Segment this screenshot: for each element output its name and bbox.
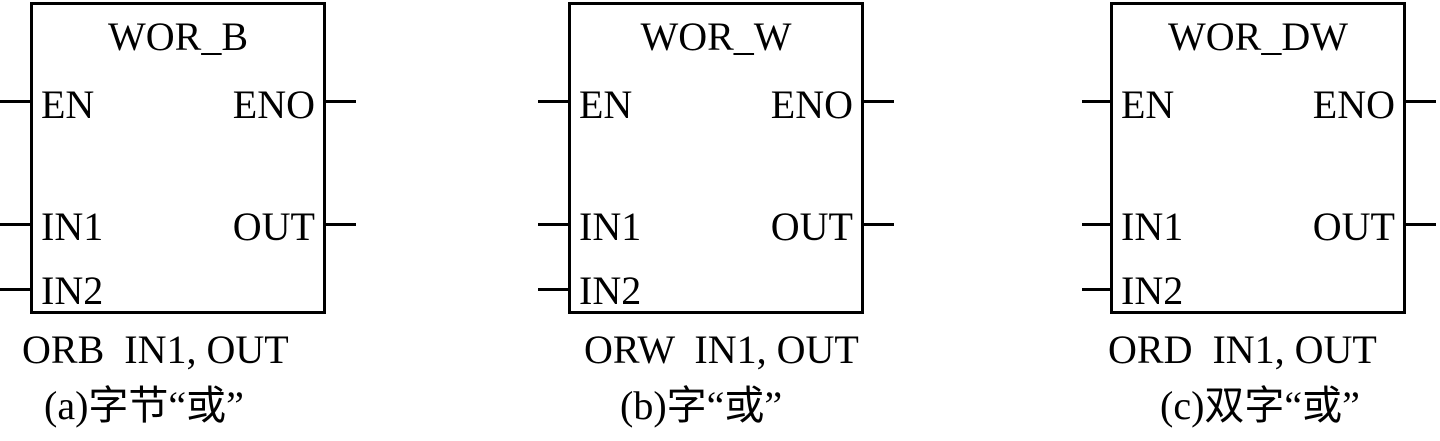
block-box: WOR_W EN ENO IN1 OUT IN2 <box>568 2 864 314</box>
in1-input-wire <box>538 223 568 226</box>
out-output-wire <box>326 223 356 226</box>
in1-pin-label: IN1 <box>579 204 642 249</box>
in2-pin-label: IN2 <box>1121 268 1184 313</box>
out-pin-label: OUT <box>770 204 853 249</box>
function-block-wor-dw: WOR_DW EN ENO IN1 OUT IN2 ORD IN1, OUT (… <box>1082 0 1440 441</box>
eno-output-wire <box>864 100 894 103</box>
en-input-wire <box>0 100 30 103</box>
in1-pin-label: IN1 <box>1121 204 1184 249</box>
eno-pin-label: ENO <box>770 82 853 127</box>
out-output-wire <box>864 223 894 226</box>
in2-input-wire <box>0 288 30 291</box>
eno-pin-label: ENO <box>1312 82 1395 127</box>
block-caption: (b)字“或” <box>620 383 783 428</box>
out-output-wire <box>1406 223 1436 226</box>
block-title: WOR_B <box>108 14 248 59</box>
function-block-wor-b: WOR_B EN ENO IN1 OUT IN2 ORB IN1, OUT (a… <box>0 0 400 441</box>
in2-input-wire <box>1082 288 1112 291</box>
block-caption: (a)字节“或” <box>44 383 244 428</box>
eno-output-wire <box>1406 100 1436 103</box>
instruction-text: ORW IN1, OUT <box>584 327 859 372</box>
out-pin-label: OUT <box>232 204 315 249</box>
block-box: WOR_DW EN ENO IN1 OUT IN2 <box>1110 2 1406 314</box>
block-caption: (c)双字“或” <box>1160 383 1360 428</box>
block-title: WOR_DW <box>1168 14 1348 59</box>
block-box: WOR_B EN ENO IN1 OUT IN2 <box>30 2 326 314</box>
in1-input-wire <box>0 223 30 226</box>
en-pin-label: EN <box>41 82 95 127</box>
eno-output-wire <box>326 100 356 103</box>
in1-input-wire <box>1082 223 1112 226</box>
in2-input-wire <box>538 288 568 291</box>
in2-pin-label: IN2 <box>41 268 104 313</box>
eno-pin-label: ENO <box>232 82 315 127</box>
en-input-wire <box>538 100 568 103</box>
en-pin-label: EN <box>579 82 633 127</box>
in2-pin-label: IN2 <box>579 268 642 313</box>
out-pin-label: OUT <box>1312 204 1395 249</box>
in1-pin-label: IN1 <box>41 204 104 249</box>
en-pin-label: EN <box>1121 82 1175 127</box>
instruction-text: ORD IN1, OUT <box>1108 327 1377 372</box>
function-block-wor-w: WOR_W EN ENO IN1 OUT IN2 ORW IN1, OUT (b… <box>538 0 938 441</box>
block-title: WOR_W <box>640 14 792 59</box>
en-input-wire <box>1082 100 1112 103</box>
instruction-text: ORB IN1, OUT <box>22 327 289 372</box>
